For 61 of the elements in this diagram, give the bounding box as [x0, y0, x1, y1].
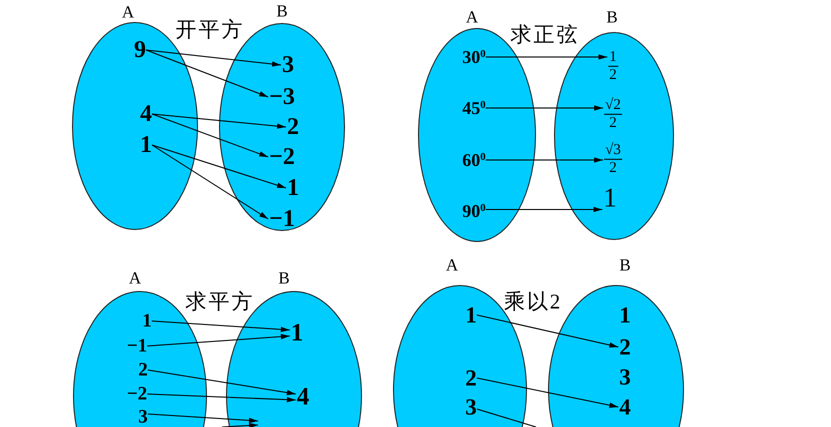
- arrow: [476, 378, 619, 408]
- set-element: −2: [269, 145, 295, 169]
- set-element: 2: [619, 336, 631, 358]
- arrow: [485, 206, 603, 212]
- arrow: [485, 157, 604, 163]
- set-element: 3: [138, 408, 148, 426]
- set-element: 60$^{0}$: [462, 151, 486, 169]
- arrow: [485, 54, 608, 60]
- set-element: 1: [140, 133, 152, 157]
- arrow: [152, 114, 286, 129]
- arrow: [485, 105, 604, 111]
- fraction: √2 2: [604, 96, 622, 132]
- arrow: [152, 144, 269, 220]
- fraction: 1 2: [608, 48, 618, 84]
- arrow: [147, 414, 258, 424]
- arrow: [146, 334, 290, 346]
- arrow: [146, 50, 282, 67]
- set-element: 1: [142, 312, 152, 330]
- mapping-title: 乘以2: [504, 292, 562, 312]
- set-element: 45$^{0}$: [462, 99, 486, 117]
- set-label: B: [278, 270, 290, 286]
- arrow: [151, 320, 290, 332]
- mapping-title: 开平方: [176, 20, 244, 40]
- set-element: 4: [140, 102, 152, 126]
- set-element: 4: [296, 384, 310, 410]
- set-element: 1: [287, 176, 299, 200]
- set-label: B: [606, 8, 618, 26]
- set-label: A: [122, 4, 134, 20]
- fraction: √3 2: [604, 142, 622, 176]
- set-element: 1: [465, 304, 477, 326]
- set-element: 30$^{0}$: [462, 48, 486, 66]
- set-label: B: [276, 2, 288, 20]
- arrow: [152, 144, 286, 188]
- arrow: [147, 370, 296, 396]
- set-element: 1: [619, 304, 631, 326]
- set-element: −3: [269, 85, 295, 109]
- set-label: A: [128, 270, 142, 286]
- set-element: −2: [126, 384, 148, 404]
- set-element: 3: [465, 396, 477, 418]
- set-element: 2: [138, 360, 148, 380]
- set-element: 90$^{0}$: [462, 202, 486, 220]
- set-label: B: [619, 256, 631, 274]
- set-element: 1: [603, 184, 617, 212]
- set-element: 2: [287, 115, 299, 139]
- set-element: 9: [134, 38, 146, 62]
- set-element: −1: [126, 336, 148, 356]
- mapping-title: 求平方: [186, 292, 254, 312]
- connector-line: [476, 408, 536, 427]
- set-element: 2: [465, 366, 477, 390]
- mapping-title: 求正弦: [510, 24, 580, 46]
- arrow: [152, 114, 269, 158]
- set-element: −1: [269, 207, 295, 231]
- set-element: 3: [619, 366, 631, 388]
- arrow: [146, 394, 296, 402]
- arrow: [146, 50, 269, 98]
- set-label: A: [466, 8, 478, 26]
- set-label: A: [446, 256, 458, 274]
- set-element: 3: [282, 53, 294, 77]
- set-element: 1: [290, 320, 304, 346]
- arrow: [476, 314, 619, 348]
- set-element: 4: [619, 396, 631, 418]
